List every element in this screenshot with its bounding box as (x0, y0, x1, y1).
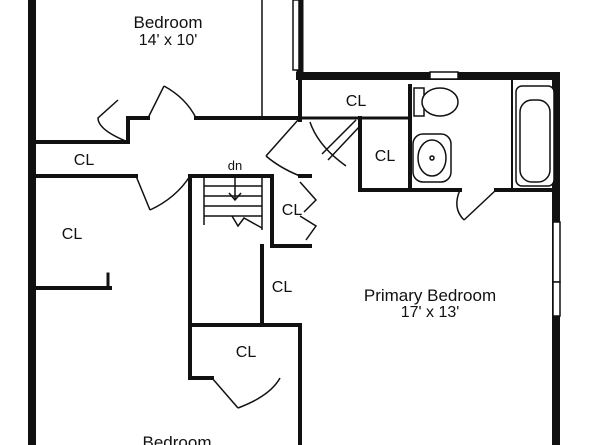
doors (97, 85, 497, 409)
primary-bedroom-name: Primary Bedroom (364, 286, 496, 305)
windows (292, 0, 561, 317)
closet-stair-side-label: CL (282, 202, 303, 219)
closet-left-big-label: CL (62, 226, 83, 243)
closet-lower-label: CL (236, 344, 257, 361)
primary-bedroom-dims: 17' x 13' (401, 304, 460, 321)
interior-walls (30, 0, 558, 445)
closet-primary-label: CL (272, 279, 293, 296)
bedroom-top-dims: 14' x 10' (139, 32, 198, 49)
stairs-down-label: dn (228, 158, 242, 173)
toilet-bowl (421, 87, 459, 117)
stairs (203, 176, 263, 230)
bedroom-top-name: Bedroom (134, 13, 203, 32)
bedroom-bottom-name: Bedroom (143, 433, 212, 445)
labels: Bedroom 14' x 10' Primary Bedroom 17' x … (62, 13, 496, 445)
closet-bath-label: CL (346, 93, 367, 110)
closet-bath-lower-label: CL (375, 148, 396, 165)
sink-drain (429, 155, 435, 161)
bath-fixtures (412, 85, 555, 187)
bathtub-basin (519, 99, 551, 183)
closet-hall-left-label: CL (74, 152, 95, 169)
